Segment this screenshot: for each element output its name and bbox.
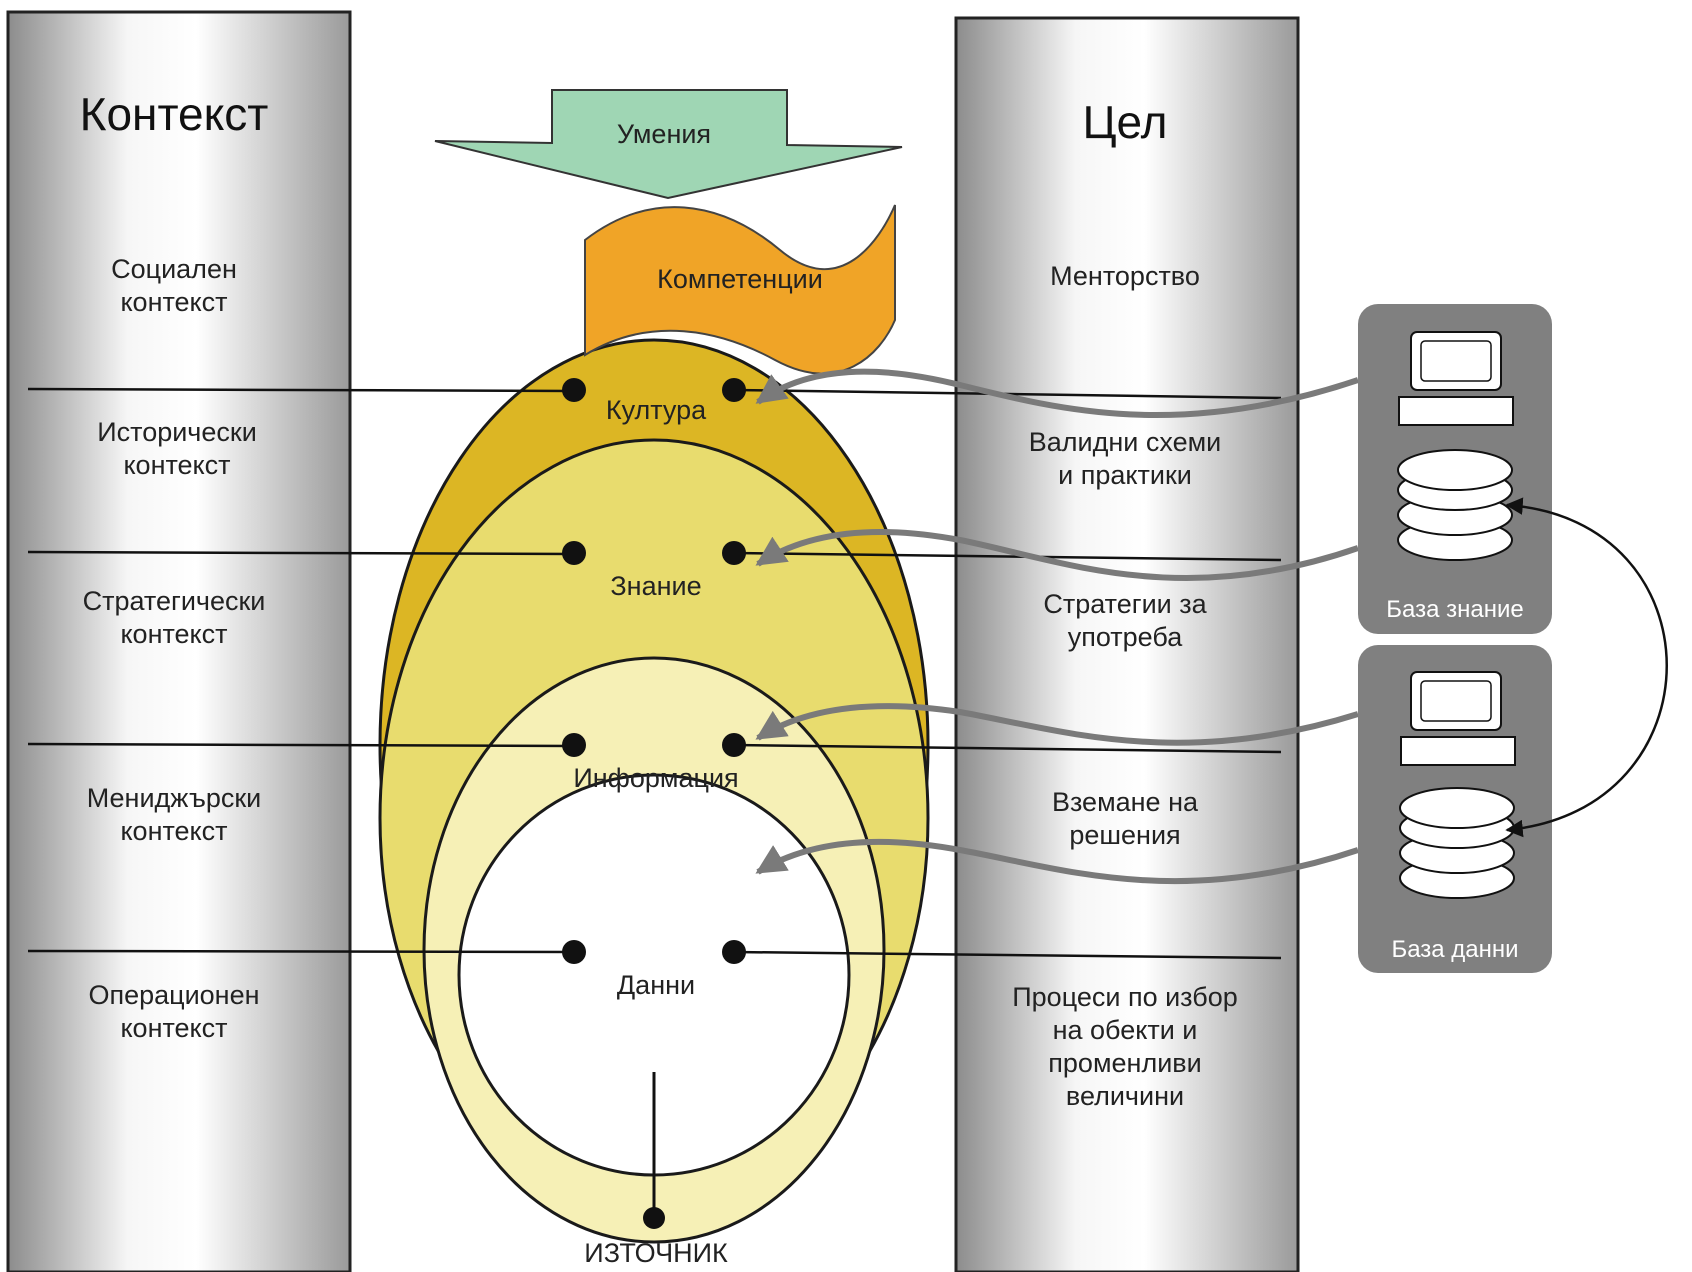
context-item-historical: Исторически контекст [97,417,257,480]
store-label: База данни [1391,936,1518,963]
store-sync-arrow [1505,497,1668,838]
context-item-label: Мениджърски [87,783,262,813]
banner-shape [584,204,896,375]
context-title: Контекст [80,88,269,140]
layer-label-information: Информация [573,763,738,793]
goal-item-decision-making: Вземане на решения [1052,787,1199,850]
dot [722,541,746,565]
monitor-screen [1420,680,1492,722]
store-links [755,368,1359,885]
context-item-label: Стратегически [83,586,266,616]
source-dot [643,1207,665,1229]
keyboard-icon [1400,736,1516,766]
left-connectors [27,387,576,954]
source-stem: ИЗТОЧНИК [584,1072,728,1268]
connector-line [733,551,1282,562]
context-item-label: Исторически [97,417,257,447]
connector-dots [562,378,746,964]
goal-item-label: Валидни схеми [1029,427,1221,457]
context-item-operational: Операционен контекст [88,980,259,1043]
layer-label-data: Данни [617,970,695,1000]
context-item-label: контекст [120,816,227,846]
dot [722,733,746,757]
dot [562,733,586,757]
dot [722,378,746,402]
context-item-managerial: Мениджърски контекст [87,783,262,846]
database-icon [1397,449,1513,561]
context-item-label: контекст [120,1013,227,1043]
context-item-label: Социален [111,254,237,284]
goal-item-label: величини [1066,1081,1184,1111]
dot [562,378,586,402]
monitor-icon [1410,671,1502,731]
connector-line [733,743,1282,754]
dot [722,940,746,964]
goal-item-label: употреба [1068,622,1183,652]
link-arrow [755,838,1359,885]
connector-line [733,950,1282,960]
context-pillar [6,10,352,1272]
goal-column: Цел Менторство Валидни схеми и практики … [954,16,1300,1272]
goal-pillar [954,16,1300,1272]
layer-label-knowledge: Знание [610,571,701,601]
goal-item-label: Вземане на [1052,787,1199,817]
database-icon [1399,787,1515,899]
connector-line [27,742,576,748]
store-label: База знание [1386,596,1523,623]
goal-item-label: Стратегии за [1043,589,1207,619]
dot [562,940,586,964]
skills-label: Умения [617,119,711,149]
connector-line [27,550,576,556]
monitor-screen [1420,340,1492,382]
link-arrow [755,529,1359,581]
link-arrow [755,703,1359,746]
connector-line [27,949,576,954]
context-item-social: Социален контекст [111,254,237,317]
goal-item-usage-strategies: Стратегии за употреба [1043,589,1207,652]
context-item-label: Операционен [88,980,259,1010]
goal-item-label: решения [1069,820,1180,850]
connector-line [27,387,576,393]
layer-label-culture: Култура [606,395,707,425]
layer-stack [378,338,930,1244]
context-item-label: контекст [123,450,230,480]
goal-item-label: променливи [1048,1048,1201,1078]
banner-label: Компетенции [657,264,823,294]
goal-item-label: на обекти и [1053,1015,1198,1045]
database-store: База данни [1358,645,1552,973]
knowledge-base-store: База знание [1358,304,1552,634]
competencies-banner: Компетенции [584,204,896,375]
link-arrow [755,368,1359,419]
skills-arrow: Умения [434,89,903,200]
context-column: Контекст Социален контекст Исторически к… [6,10,352,1272]
keyboard-icon [1398,396,1514,426]
source-label: ИЗТОЧНИК [584,1238,728,1268]
context-item-label: контекст [120,619,227,649]
context-item-label: контекст [120,287,227,317]
goal-item-label: и практики [1058,460,1192,490]
goal-item-mentoring: Менторство [1050,261,1200,291]
goal-item-label: Процеси по избор [1012,982,1238,1012]
goal-item-selection-processes: Процеси по избор на обекти и променливи … [1012,982,1238,1111]
goal-item-valid-schemes: Валидни схеми и практики [1029,427,1221,490]
monitor-icon [1410,331,1502,391]
context-item-strategic: Стратегически контекст [83,586,266,649]
dot [562,541,586,565]
skills-arrow-shape [434,89,903,200]
goal-title: Цел [1083,96,1168,148]
